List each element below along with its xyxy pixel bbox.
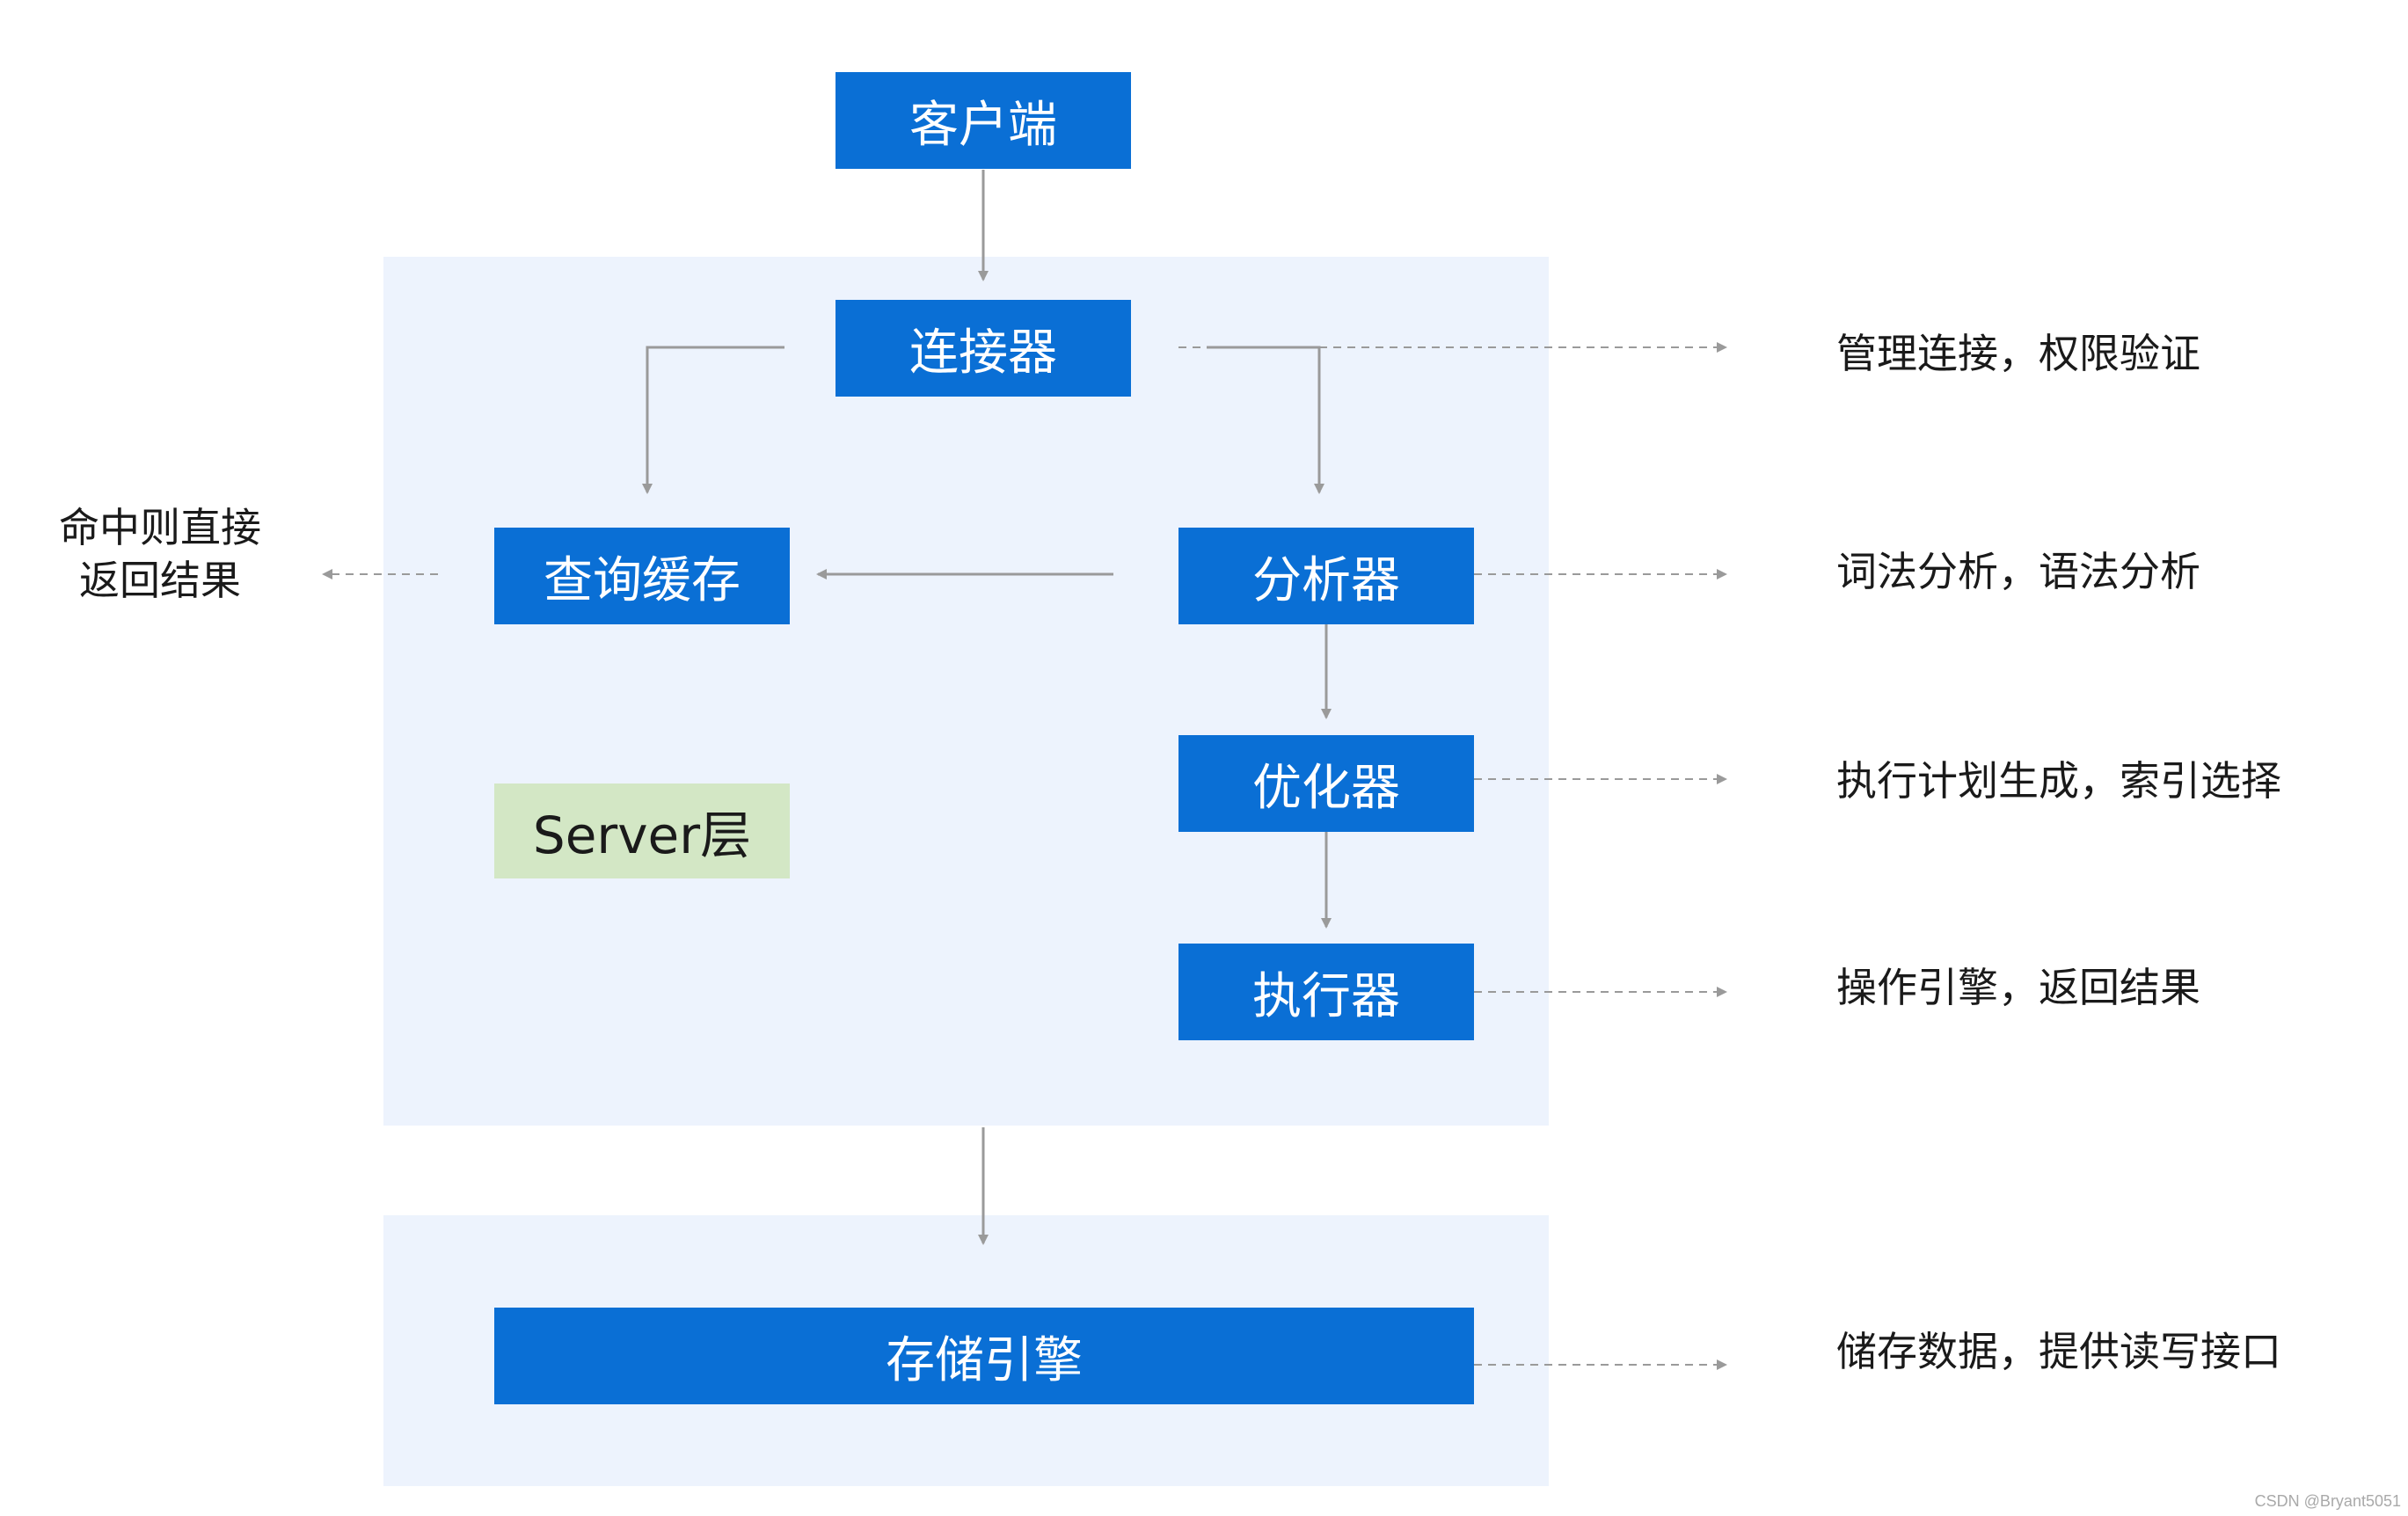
- arrow-connector-to-cache: [642, 346, 784, 494]
- watermark: CSDN @Bryant5051: [2254, 1492, 2401, 1510]
- cache-hit-note-line1: 命中则直接: [59, 504, 261, 551]
- arrow-connector-to-analyzer: [1207, 346, 1324, 494]
- optimizer-note: 执行计划生成，索引选择: [1836, 757, 2281, 805]
- query-cache-box: 查询缓存: [494, 528, 790, 624]
- client-box: 客户端: [836, 72, 1131, 169]
- connector-box: 连接器: [836, 300, 1131, 397]
- connector-note: 管理连接，权限验证: [1836, 330, 2200, 377]
- cache-hit-note-line2: 返回结果: [79, 557, 241, 604]
- analyzer-note: 词法分析，语法分析: [1836, 548, 2200, 595]
- executor-box: 执行器: [1178, 944, 1474, 1040]
- server-layer-label: Server层: [494, 784, 790, 878]
- storage-engine-box: 存储引擎: [494, 1308, 1474, 1404]
- analyzer-box: 分析器: [1178, 528, 1474, 624]
- executor-note: 操作引擎，返回结果: [1836, 964, 2200, 1011]
- optimizer-box: 优化器: [1178, 735, 1474, 832]
- cache-hit-note: 命中则直接 返回结果: [46, 501, 274, 607]
- storage-note: 储存数据，提供读写接口: [1836, 1328, 2281, 1375]
